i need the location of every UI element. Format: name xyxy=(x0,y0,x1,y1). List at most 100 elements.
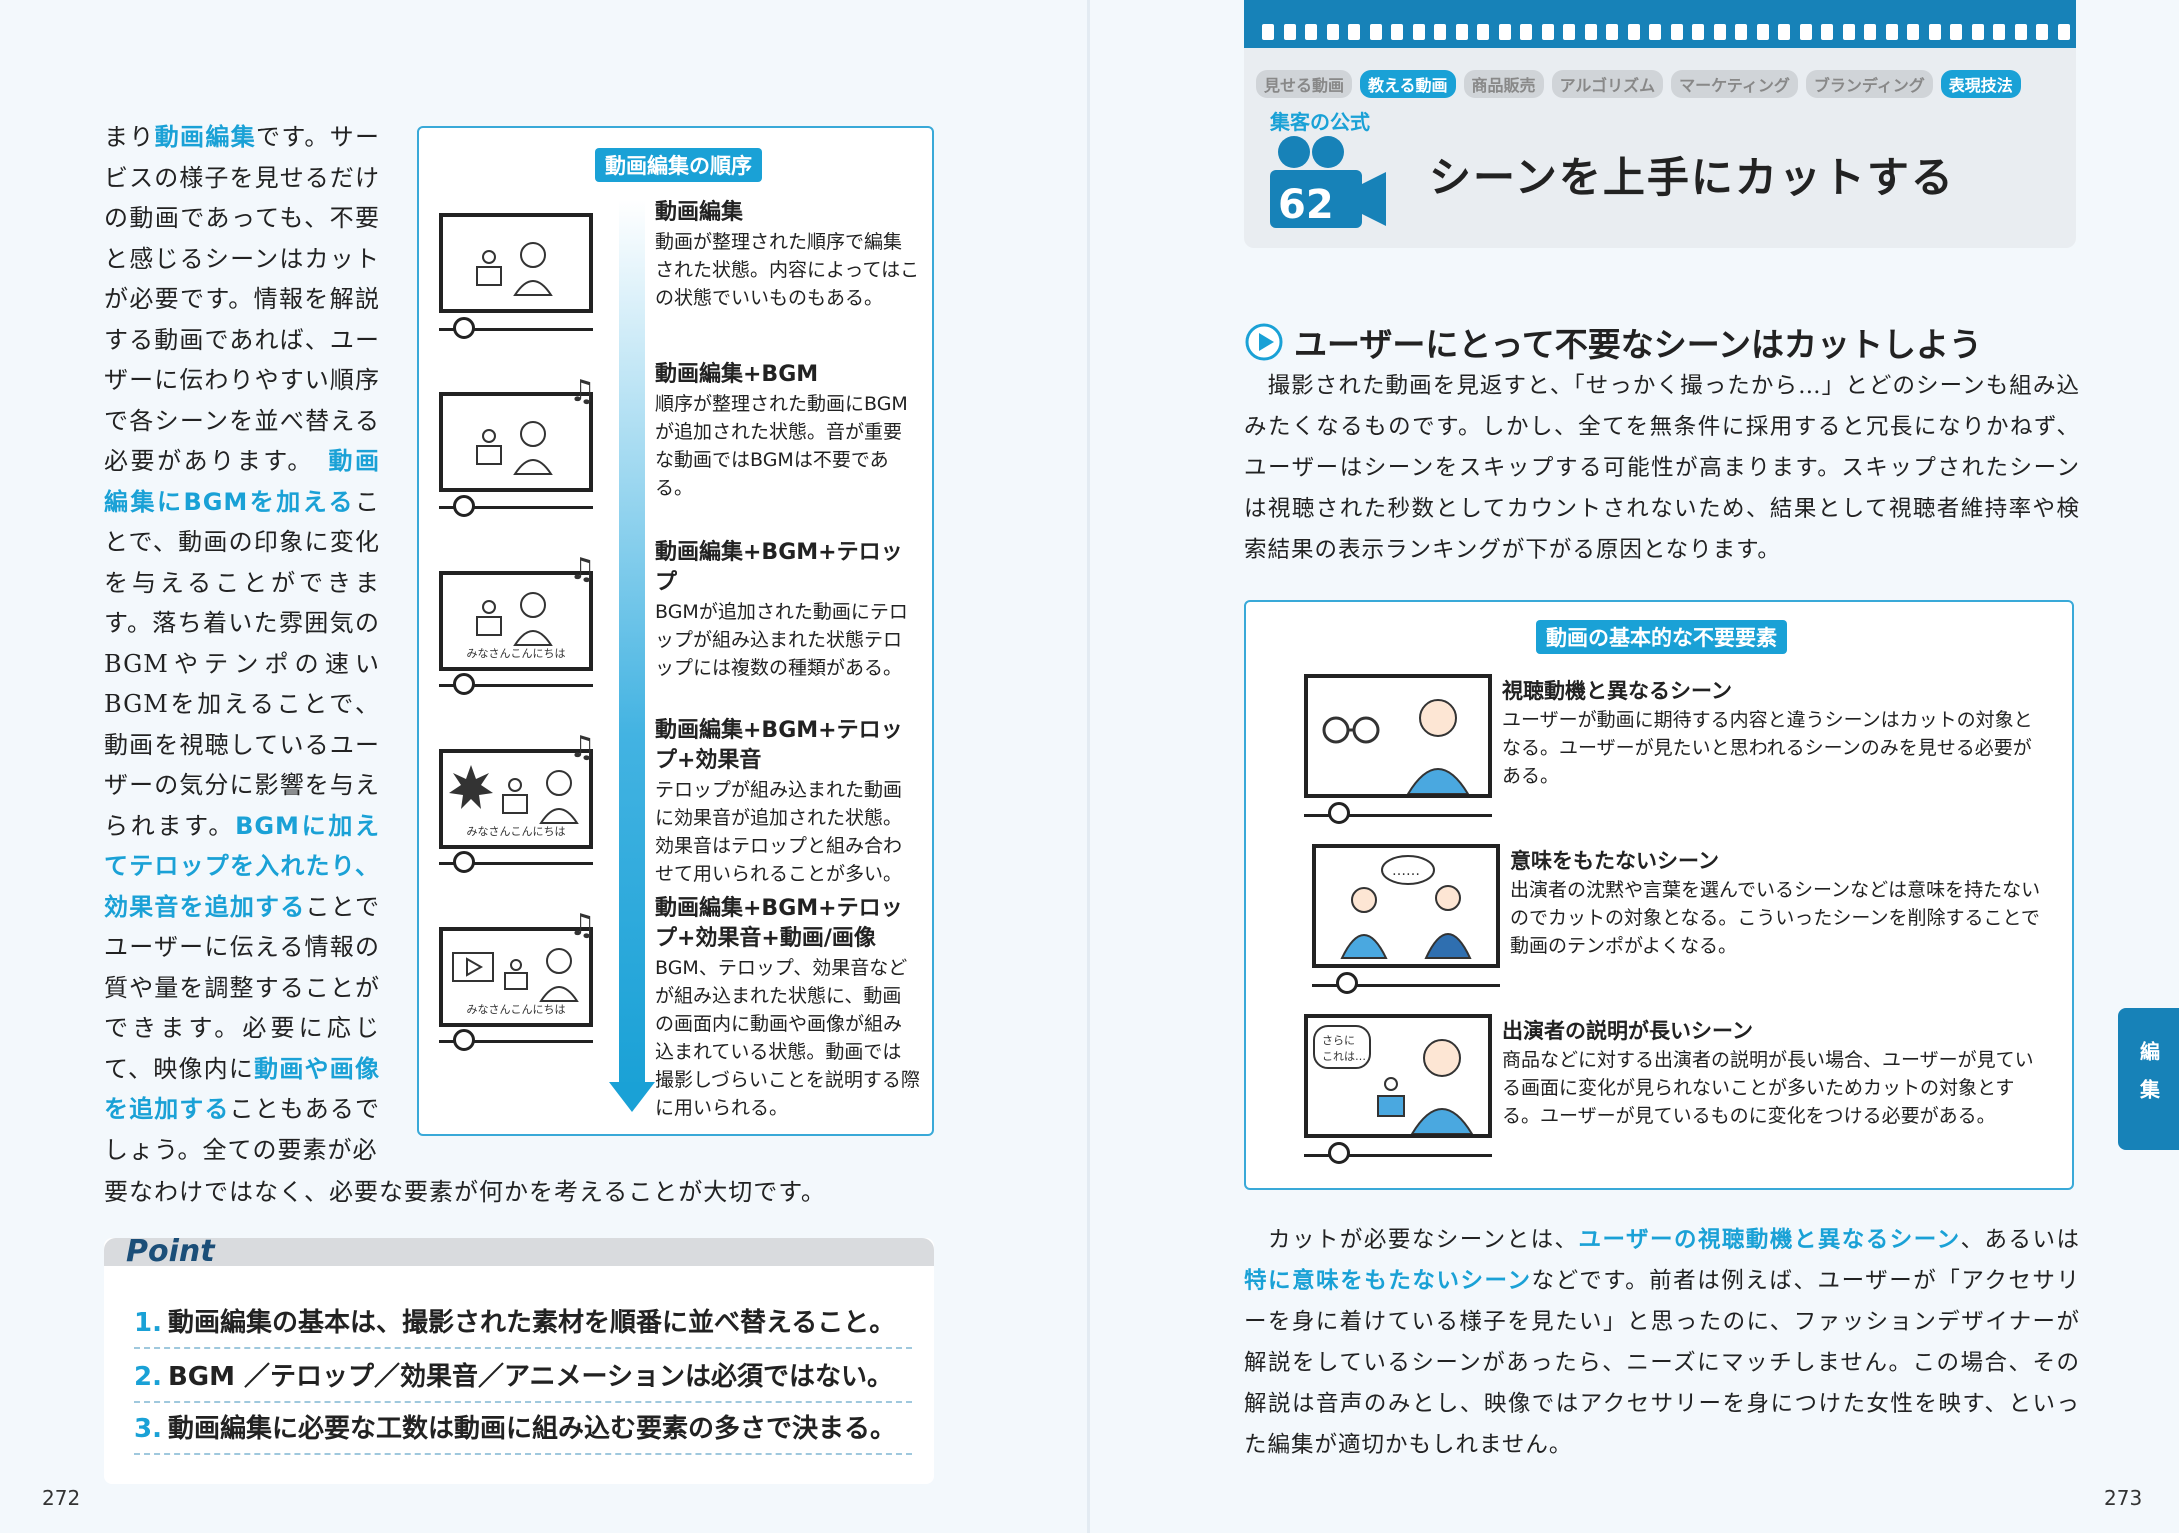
page-number-left: 272 xyxy=(42,1486,81,1510)
seekbar-r3 xyxy=(1304,1154,1492,1157)
play-circle-icon xyxy=(1245,323,1283,361)
category-tag: 見せる動画 xyxy=(1256,70,1353,98)
step-1: 動画編集 動画が整理された順序で編集された状態。内容によってはこの状態でいいもの… xyxy=(655,198,920,312)
point-box: Point 1.動画編集の基本は、撮影された素材を順番に並べ替えること。 2.B… xyxy=(104,1234,934,1484)
film-hole xyxy=(1778,24,1790,40)
film-hole xyxy=(1928,24,1941,40)
left-body-highlight: 動画編集 xyxy=(154,123,257,151)
page-number-right: 273 xyxy=(2104,1486,2143,1510)
presenter-icon xyxy=(476,421,553,475)
seekbar-5 xyxy=(439,1040,593,1043)
tv-screen-3: みなさんこんにちは xyxy=(439,571,593,671)
point-text: BGM ／テロップ／効果音／アニメーションは必須ではない。 xyxy=(167,1362,894,1392)
unneeded-item-2-heading: 意味をもたないシーン xyxy=(1510,849,1719,873)
unneeded-item-3: 出演者の説明が長いシーン 商品などに対する出演者の説明が長い場合、ユーザーが見て… xyxy=(1502,1016,2042,1130)
film-hole xyxy=(1262,24,1274,40)
flow-arrow-head xyxy=(609,1082,655,1112)
film-hole xyxy=(2036,24,2048,40)
seekbar-knob-4 xyxy=(453,851,475,873)
left-body-tail: 要なわけではなく、必要な要素が何かを考えることが大切です。 xyxy=(104,1178,826,1206)
right-page: 見せる動画教える動画商品販売アルゴリズムマーケティングブランディング表現技法 集… xyxy=(1090,0,2179,1533)
step-2: 動画編集+BGM 順序が整理された動画にBGMが追加された状態。音が重要な動画で… xyxy=(655,360,920,502)
film-hole xyxy=(1950,24,1962,40)
unneeded-item-1: 視聴動機と異なるシーン ユーザーが動画に期待する内容と違うシーンはカットの対象と… xyxy=(1502,676,2042,790)
seekbar-knob-1 xyxy=(453,317,475,339)
page-title: シーンを上手にカットする xyxy=(1429,153,1955,202)
left-body-text: まり動画編集です。サービスの様子を見せるだけの動画であっても、不要と感じるシーン… xyxy=(104,117,380,1170)
film-hole xyxy=(1412,24,1425,40)
category-tag: ブランディング xyxy=(1805,70,1933,98)
film-hole xyxy=(1670,24,1683,40)
left-body-text: こともあるでしょう。全ての要素が必 xyxy=(104,1095,380,1164)
step-3: 動画編集+BGM+テロップ BGMが追加された動画にテロップが組み込まれた状態テ… xyxy=(655,538,920,682)
chapter-number: 62 xyxy=(1278,182,1334,228)
film-hole xyxy=(1498,24,1511,40)
para2-text: などです。前者は例えば、ユーザーが「アクセサリーを身に着けている様子を見たい」と… xyxy=(1244,1268,2080,1458)
left-body-text: まり xyxy=(104,123,155,151)
film-hole xyxy=(2014,24,2027,40)
category-tag: 商品販売 xyxy=(1463,70,1544,98)
category-tag: マーケティング xyxy=(1671,70,1798,98)
tv-screen-5: みなさんこんにちは xyxy=(439,927,593,1027)
telop-caption: みなさんこんにちは xyxy=(466,1003,566,1016)
film-hole xyxy=(2057,24,2070,40)
film-hole xyxy=(1821,24,1833,40)
long-explanation-icon: さらに これは… xyxy=(1313,1025,1474,1135)
telop-caption: みなさんこんにちは xyxy=(466,647,566,660)
bubble-text-1: さらに xyxy=(1322,1034,1355,1047)
point-text: 動画編集の基本は、撮影された素材を順番に並べ替えること。 xyxy=(167,1308,896,1338)
chapter-header: 見せる動画教える動画商品販売アルゴリズムマーケティングブランディング表現技法 集… xyxy=(1244,48,2076,248)
para2-highlight: 特に意味をもたないシーン xyxy=(1244,1268,1532,1294)
diagram-title: 動画の基本的な不要要素 xyxy=(1536,620,1787,654)
point-tab xyxy=(104,1238,934,1266)
step-3-heading: 動画編集+BGM+テロップ xyxy=(655,540,903,595)
paragraph-1: 撮影された動画を見返すと、「せっかく撮ったから…」とどのシーンも組み込みたくなる… xyxy=(1244,373,2080,563)
left-page: まり動画編集です。サービスの様子を見せるだけの動画であっても、不要と感じるシーン… xyxy=(0,0,1089,1533)
film-hole xyxy=(1305,24,1317,40)
presenter-icon xyxy=(476,242,553,296)
point-item-1: 1.動画編集の基本は、撮影された素材を順番に並べ替えること。 xyxy=(134,1302,912,1349)
video-inset-icon xyxy=(452,948,579,1002)
music-note-icon: ♫ xyxy=(569,908,596,943)
edit-order-diagram: 動画編集の順序 動画編集 動画が整理された順序で編集された状態。内容によってはこ… xyxy=(417,126,934,1136)
step-5-heading: 動画編集+BGM+テロップ+効果音+動画/画像 xyxy=(655,896,903,951)
presenter-icon xyxy=(476,592,553,646)
film-hole xyxy=(1971,24,1984,40)
diagram-title: 動画編集の順序 xyxy=(595,148,762,182)
film-hole xyxy=(1520,24,1532,40)
film-hole xyxy=(1326,24,1339,40)
film-hole xyxy=(1735,24,1747,40)
point-label: Point xyxy=(126,1234,215,1269)
category-tag: アルゴリズム xyxy=(1551,70,1664,98)
seekbar-knob-r3 xyxy=(1328,1142,1350,1164)
paragraph-2: カットが必要なシーンとは、ユーザーの視聴動機と異なるシーン、あるいは特に意味をも… xyxy=(1244,1220,2080,1466)
film-hole xyxy=(1885,24,1898,40)
seekbar-1 xyxy=(439,328,593,331)
seekbar-knob-r1 xyxy=(1328,802,1350,824)
bubble-dots: …… xyxy=(1392,863,1420,879)
left-body-text: です。サービスの様子を見せるだけの動画であっても、不要と感じるシーンはカットが必… xyxy=(104,123,381,475)
unneeded-item-3-heading: 出演者の説明が長いシーン xyxy=(1502,1019,1753,1043)
film-hole xyxy=(1477,24,1489,40)
film-hole xyxy=(1864,24,1876,40)
music-note-icon: ♫ xyxy=(569,730,596,765)
unneeded-item-3-text: 商品などに対する出演者の説明が長い場合、ユーザーが見ている画面に変化が見られない… xyxy=(1502,1049,2034,1127)
seekbar-knob-5 xyxy=(453,1029,475,1051)
telop-caption: みなさんこんにちは xyxy=(466,825,566,838)
film-hole xyxy=(1907,24,1919,40)
step-4: 動画編集+BGM+テロップ+効果音 テロップが組み込まれた動画に効果音が追加され… xyxy=(655,716,920,888)
point-item-3: 3.動画編集に必要な工数は動画に組み込む要素の多さで決まる。 xyxy=(134,1408,912,1455)
unneeded-item-1-text: ユーザーが動画に期待する内容と違うシーンはカットの対象となる。ユーザーが見たいと… xyxy=(1502,709,2033,787)
movie-camera-icon: 62 xyxy=(1270,136,1386,228)
seekbar-knob-2 xyxy=(453,495,475,517)
step-1-text: 動画が整理された順序で編集された状態。内容によってはこの状態でいいものもある。 xyxy=(655,231,920,309)
step-5: 動画編集+BGM+テロップ+効果音+動画/画像 BGM、テロップ、効果音などが組… xyxy=(655,894,920,1122)
bubble-text-2: これは… xyxy=(1322,1050,1366,1063)
unneeded-item-1-heading: 視聴動機と異なるシーン xyxy=(1502,679,1732,703)
music-note-icon: ♫ xyxy=(569,552,596,587)
film-hole xyxy=(1842,24,1855,40)
step-5-text: BGM、テロップ、効果音などが組み込まれた状態に、動画の画面内に動画や画像が組み… xyxy=(655,957,920,1119)
seekbar-3 xyxy=(439,684,593,687)
left-body-highlight: 動画や画像を追加する xyxy=(104,1054,380,1124)
unneeded-item-2: 意味をもたないシーン 出演者の沈黙や言葉を選んでいるシーンなどは意味を持たないの… xyxy=(1510,846,2050,960)
